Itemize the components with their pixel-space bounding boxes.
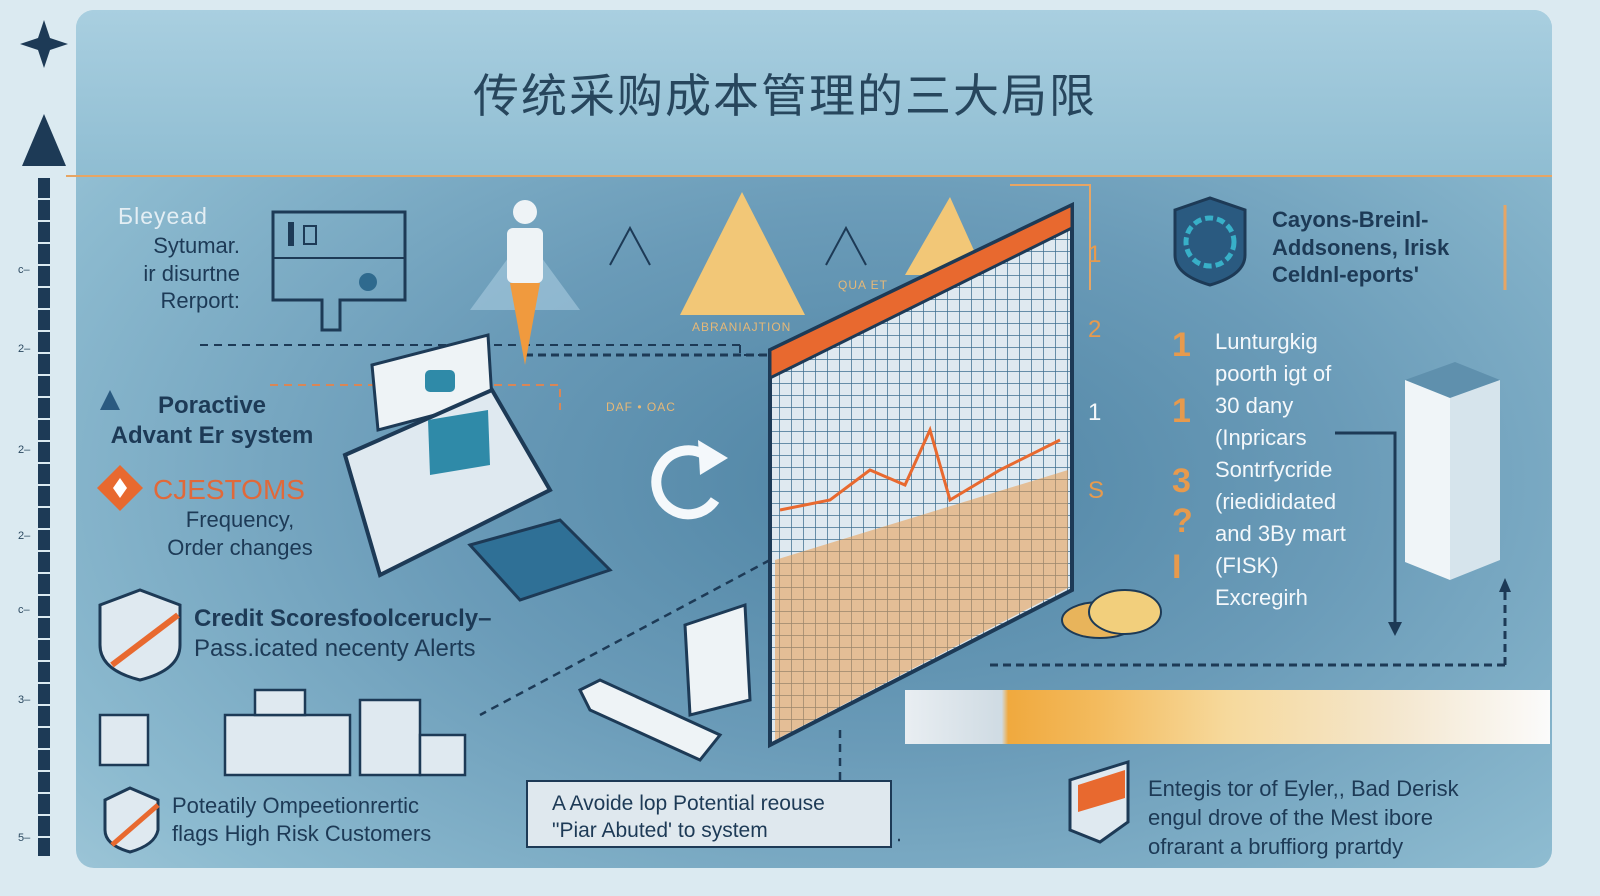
triangle-gold-icon — [680, 192, 805, 315]
note-line: ofrarant a bruffiorg prartdy — [1148, 834, 1404, 859]
proactive-line: Poractive — [157, 392, 267, 419]
list-line: (FISK) — [1215, 553, 1279, 578]
customs-heading: CJESTOMS — [153, 474, 305, 505]
monitor-icon — [342, 333, 613, 602]
right-list-numbers: 1 1 3 ? I — [1172, 328, 1193, 584]
building-icon — [98, 688, 467, 777]
credit-alerts-label: Credit Scoresfoolcerucly– Pass.icated ne… — [194, 604, 491, 664]
list-line: (riedididated — [1215, 489, 1337, 514]
title-band — [76, 10, 1552, 175]
coin-icon — [1061, 589, 1162, 639]
right-heading: Cayons-Breinl- Addsonens, lrisk Celdnl-e… — [1272, 206, 1449, 289]
list-line: Excregirh — [1215, 585, 1308, 610]
callout-box: A Avoide lop Potential reouse "Piar Abut… — [526, 780, 892, 848]
proactive-line: Advant Er system — [110, 422, 314, 449]
ruler-label: c– — [18, 264, 30, 276]
list-number: I — [1172, 548, 1182, 586]
flags-line: Poteatily Ompeetionrertic — [172, 793, 419, 818]
star-icon — [20, 20, 68, 68]
flags-label: Poteatily Ompeetionrertic flags High Ris… — [172, 792, 431, 847]
proactive-system-label: Poractive Advant Er system — [92, 391, 332, 451]
callout-line: A Avoide lop Potential reouse — [552, 792, 825, 815]
credit-line: Credit Scoresfoolcerucly– — [194, 605, 492, 632]
credit-line: Pass.icated necenty Alerts — [194, 635, 476, 662]
ruler — [38, 178, 50, 856]
ruler-label: 2– — [18, 444, 31, 456]
ruler-label: 2– — [18, 530, 31, 542]
customs-line: Frequency, — [185, 507, 295, 532]
list-number: 1 — [1172, 326, 1191, 364]
device-icon — [683, 602, 752, 717]
triangle-icon — [22, 114, 66, 166]
grid-number: S — [1088, 477, 1105, 504]
ruler-label: 2– — [18, 343, 31, 355]
list-line: 30 dany — [1215, 393, 1294, 418]
shield-globe-icon — [1173, 196, 1247, 287]
list-number: ? — [1172, 502, 1193, 540]
list-line: Lunturgkig — [1215, 329, 1318, 354]
list-line: and 3By mart — [1215, 521, 1346, 546]
folder-icon — [1068, 759, 1130, 844]
ruler-label: 3– — [18, 694, 31, 706]
card-icon — [577, 678, 723, 762]
right-list-text: Lunturgkig poorth igt of 30 dany (Inpric… — [1215, 326, 1346, 614]
ruler-label: c– — [18, 604, 30, 616]
note-line: engul drove of the Mest ibore — [1148, 805, 1433, 830]
data-grid-panel — [768, 201, 1074, 749]
note-line: Entegis tor of Eyler,, Bad Derisk — [1148, 776, 1459, 801]
report-text: Sytumar. ir disurtne Rerport: — [112, 232, 240, 315]
ruler-label: 5– — [18, 832, 31, 844]
report-heading: Бleyead — [118, 203, 208, 229]
gradient-bar — [905, 690, 1550, 744]
pillar-icon — [1405, 362, 1500, 580]
diamond-icon — [97, 465, 143, 511]
bottom-note: Entegis tor of Eyler,, Bad Derisk engul … — [1148, 774, 1459, 861]
customs-text: Frequency, Order changes — [140, 506, 340, 561]
grid-number: 1 — [1088, 399, 1102, 426]
grid-number: 1 — [1088, 241, 1102, 268]
list-line: (Inpricars — [1215, 425, 1307, 450]
report-line: Rerport: — [160, 288, 240, 313]
person-icon — [470, 200, 580, 365]
list-number: 1 — [1172, 392, 1191, 430]
callout-line: "Piar Abuted' to system — [552, 819, 768, 843]
right-heading-line: Celdnl-eports' — [1272, 262, 1420, 287]
quality-label: QUA ET — [838, 278, 889, 292]
report-line: Sytumar. — [153, 233, 240, 258]
small-triangle-icon — [100, 390, 120, 410]
refresh-icon — [651, 440, 728, 520]
report-box-icon — [271, 210, 407, 332]
page-title: 传统采购成本管理的三大局限 — [473, 70, 1097, 122]
right-heading-line: Addsonens, lrisk — [1272, 234, 1450, 260]
shield-flag-icon — [103, 786, 160, 854]
abranijation-label: ABRANIAJTION — [692, 320, 792, 334]
customs-line: Order changes — [167, 534, 313, 560]
list-line: Sontrfycride — [1215, 457, 1333, 482]
grid-number: 2 — [1088, 316, 1102, 343]
shield-crossed-icon — [98, 588, 182, 682]
list-number: 3 — [1172, 462, 1191, 500]
daf-label: DAF • OAC — [606, 400, 676, 414]
flags-line: flags High Risk Customers — [172, 820, 432, 846]
right-heading-line: Cayons-Breinl- — [1272, 207, 1429, 232]
report-line: ir disurtne — [143, 260, 240, 286]
list-line: poorth igt of — [1215, 361, 1332, 386]
